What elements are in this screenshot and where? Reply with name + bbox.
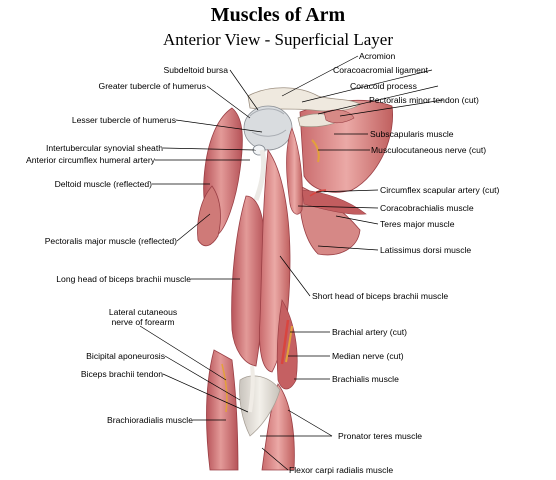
- label-greater-tubercle: Greater tubercle of humerus: [98, 81, 206, 91]
- label-pronator-teres: Pronator teres muscle: [338, 431, 423, 441]
- label-deltoid-reflected: Deltoid muscle (reflected): [54, 179, 152, 189]
- label-pectoralis-major-reflected: Pectoralis major muscle (reflected): [44, 236, 177, 246]
- teres-major-shape: [301, 189, 367, 215]
- label-coracoid-process: Coracoid process: [350, 81, 417, 91]
- label-musculocutaneous-nerve: Musculocutaneous nerve (cut): [371, 145, 487, 155]
- label-short-head-biceps: Short head of biceps brachii muscle: [312, 291, 449, 301]
- label-long-head-biceps: Long head of biceps brachii muscle: [56, 274, 191, 284]
- label-coracobrachialis: Coracobrachialis muscle: [380, 203, 474, 213]
- brachial-artery-shape: [280, 319, 290, 365]
- label-acromion: Acromion: [359, 51, 396, 61]
- coracobrachialis-shape: [286, 127, 303, 215]
- pectoralis-major-shape: [197, 185, 221, 247]
- label-lateral-cutaneous-nerve: Lateral cutaneous nerve of forearm: [108, 307, 178, 327]
- label-brachioradialis: Brachioradialis muscle: [107, 415, 193, 425]
- label-lesser-tubercle: Lesser tubercle of humerus: [71, 115, 176, 125]
- label-circumflex-scapular-artery: Circumflex scapular artery (cut): [380, 185, 500, 195]
- page-title: Muscles of Arm: [210, 4, 346, 26]
- label-intertubercular-sheath: Intertubercular synovial sheath: [45, 143, 163, 153]
- label-brachialis: Brachialis muscle: [332, 374, 399, 384]
- label-flexor-carpi-radialis: Flexor carpi radialis muscle: [289, 465, 394, 475]
- page-subtitle: Anterior View - Superficial Layer: [163, 30, 393, 49]
- humeral-head-shape: [243, 105, 293, 151]
- label-bicipital-aponeurosis: Bicipital aponeurosis: [86, 351, 165, 361]
- label-subdeltoid-bursa: Subdeltoid bursa: [163, 65, 229, 75]
- label-biceps-tendon: Biceps brachii tendon: [80, 369, 163, 379]
- label-median-nerve: Median nerve (cut): [332, 351, 404, 361]
- aponeurosis-shape: [239, 375, 281, 437]
- label-coracoacromial-ligament: Coracoacromial ligament: [333, 65, 429, 75]
- label-subscapularis: Subscapularis muscle: [370, 129, 454, 139]
- brachialis-shape: [276, 299, 298, 390]
- label-latissimus-dorsi: Latissimus dorsi muscle: [380, 245, 472, 255]
- label-brachial-artery: Brachial artery (cut): [332, 327, 407, 337]
- brachioradialis-shape: [206, 349, 239, 471]
- median-nerve-shape: [285, 325, 293, 363]
- label-anterior-circumflex-artery: Anterior circumflex humeral artery: [26, 155, 155, 165]
- label-pectoralis-minor-tendon: Pectoralis minor tendon (cut): [369, 95, 479, 105]
- label-teres-major: Teres major muscle: [380, 219, 455, 229]
